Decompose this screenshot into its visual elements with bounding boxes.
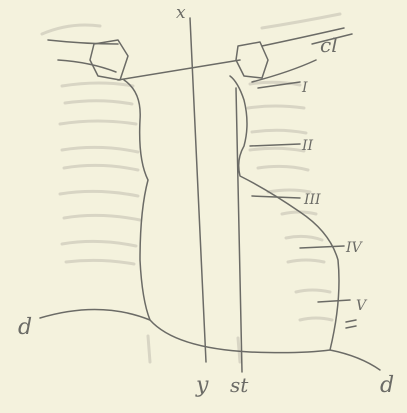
- rib-shadow: [60, 121, 136, 124]
- rib-2-leader: [250, 144, 300, 146]
- label-cl: cl: [320, 33, 338, 57]
- rib-shadow: [262, 14, 340, 28]
- rib-shadow: [258, 166, 308, 170]
- left-rib-shadows: [60, 83, 150, 362]
- label-rib-1: I: [301, 80, 308, 96]
- label-rib-5: V: [356, 298, 368, 314]
- left-clavicle-end: [90, 40, 128, 80]
- rib-shadow: [148, 336, 150, 362]
- label-st: st: [230, 373, 249, 397]
- label-d-left: d: [18, 315, 32, 340]
- right-clavicle-end: [236, 42, 268, 78]
- label-rib-4: IV: [345, 240, 364, 256]
- rib-3-leader: [252, 196, 300, 198]
- rib-shadow: [62, 83, 133, 86]
- label-d-right: d: [380, 373, 394, 398]
- rib-shadow: [288, 260, 324, 262]
- small-tick: [346, 326, 356, 328]
- heart-silhouette: [124, 76, 339, 353]
- rib-shadow: [248, 106, 304, 108]
- rib-shadow: [64, 215, 140, 220]
- rib-shadow: [62, 241, 136, 246]
- small-tick: [346, 320, 356, 322]
- rib-shadow: [300, 318, 332, 320]
- label-x: x: [176, 3, 186, 23]
- rib-shadow: [66, 260, 134, 264]
- right-diaphragm-line: [330, 350, 380, 370]
- rib-shadow: [60, 191, 138, 196]
- label-y: y: [195, 373, 209, 398]
- rib-shadow: [42, 25, 100, 34]
- sternal-line-st: [236, 88, 242, 372]
- sternal-notch-curve: [118, 60, 240, 80]
- rib-shadow: [296, 290, 330, 292]
- right-clavicle-lower: [252, 60, 316, 82]
- rib-5-leader: [318, 300, 350, 302]
- left-diaphragm-line: [40, 309, 150, 320]
- rib-shadow: [65, 101, 132, 104]
- label-rib-2: II: [301, 138, 314, 154]
- rib-shadow: [64, 165, 138, 170]
- label-rib-3: III: [303, 192, 321, 208]
- rib-4-leader: [300, 246, 344, 248]
- rib-shadow: [286, 236, 322, 240]
- rib-shadow: [238, 338, 240, 362]
- left-clavicle-lower: [58, 60, 116, 72]
- x-y-axis-line: [190, 18, 206, 362]
- rib-shadow: [62, 147, 138, 152]
- rib-shadow: [282, 212, 316, 214]
- rib-shadow: [250, 148, 304, 151]
- rib-shadow: [252, 130, 306, 133]
